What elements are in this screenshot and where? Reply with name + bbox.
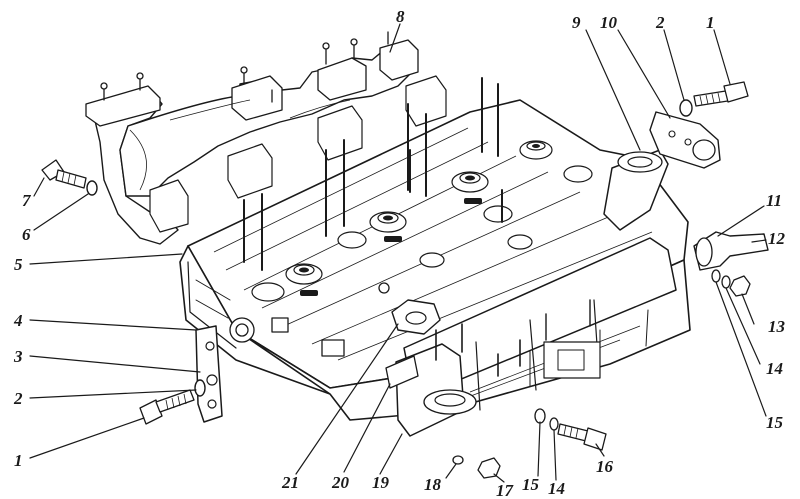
bolt-7 <box>41 159 87 189</box>
callout-11: 11 <box>766 191 782 210</box>
callout-20: 20 <box>331 473 350 492</box>
callout-2-bottom: 2 <box>13 389 23 408</box>
leader-15-right <box>715 281 767 417</box>
leader-2-bottom <box>29 389 197 399</box>
callout-6-left: 6 <box>22 225 31 244</box>
washer-2-bottom <box>194 379 206 397</box>
washer-14-bottom <box>549 417 559 431</box>
leader-12 <box>751 239 767 243</box>
callout-21: 21 <box>281 473 299 492</box>
leader-9 <box>585 29 641 151</box>
washer-6-left <box>86 180 98 196</box>
leader-4 <box>29 319 197 331</box>
leader-15-bottom <box>537 421 541 477</box>
leader-20 <box>343 383 391 473</box>
leader-3 <box>29 355 201 373</box>
callout-7: 7 <box>22 191 32 210</box>
bolt-1-bottom <box>139 389 195 425</box>
callout-labels: 1 2 10 9 8 7 6 5 4 3 2 1 11 12 13 14 15 … <box>13 7 786 499</box>
leader-17 <box>493 473 505 483</box>
leader-1-bottom <box>29 417 145 459</box>
callout-9: 9 <box>572 13 581 32</box>
leader-16 <box>595 443 605 457</box>
washer-15-right <box>711 269 721 283</box>
callout-19: 19 <box>372 473 390 492</box>
leader-21 <box>295 323 399 475</box>
callout-4: 4 <box>13 311 23 330</box>
bracket-plate-3 <box>195 325 223 423</box>
washer-14-right <box>721 275 731 289</box>
leader-14-right <box>725 287 761 365</box>
callout-14-bottom: 14 <box>548 479 565 498</box>
callout-15-right: 15 <box>766 413 784 432</box>
washer-18 <box>452 455 464 465</box>
leader-14-bottom <box>553 429 557 481</box>
pipe-12 <box>693 231 769 271</box>
bolt-16 <box>557 423 607 451</box>
callout-3: 3 <box>13 347 23 366</box>
callout-13: 13 <box>768 317 786 336</box>
leader-11 <box>717 205 765 237</box>
callout-8: 8 <box>396 7 405 26</box>
leader-lines <box>29 23 767 483</box>
leader-7 <box>33 177 45 197</box>
leader-5 <box>29 253 183 265</box>
callout-14-right: 14 <box>766 359 783 378</box>
leader-1-top <box>713 29 731 85</box>
callout-16: 16 <box>596 457 614 476</box>
bolt-1-top <box>693 81 749 107</box>
leader-18 <box>445 463 457 479</box>
leader-2-top <box>663 29 685 101</box>
nut-17 <box>477 457 501 479</box>
leader-10 <box>617 29 671 119</box>
gasket-20-flange-21 <box>385 299 441 389</box>
leader-19 <box>379 433 403 475</box>
washer-2-top <box>679 99 693 117</box>
leader-13 <box>741 293 755 325</box>
leader-8 <box>389 23 401 53</box>
washer-15-bottom <box>534 408 546 424</box>
manifold-8 <box>85 31 447 245</box>
callout-18: 18 <box>424 475 442 494</box>
nut-13 <box>729 275 751 297</box>
callout-1-top: 1 <box>706 13 715 32</box>
callout-10: 10 <box>600 13 618 32</box>
callout-15-bottom: 15 <box>522 475 540 494</box>
callout-1-bottom: 1 <box>14 451 23 470</box>
leader-6-left <box>33 193 89 231</box>
plate-10 <box>649 111 721 169</box>
callout-2-top: 2 <box>655 13 665 32</box>
callout-5: 5 <box>14 255 23 274</box>
callout-12: 12 <box>768 229 786 248</box>
callout-17: 17 <box>496 481 515 499</box>
